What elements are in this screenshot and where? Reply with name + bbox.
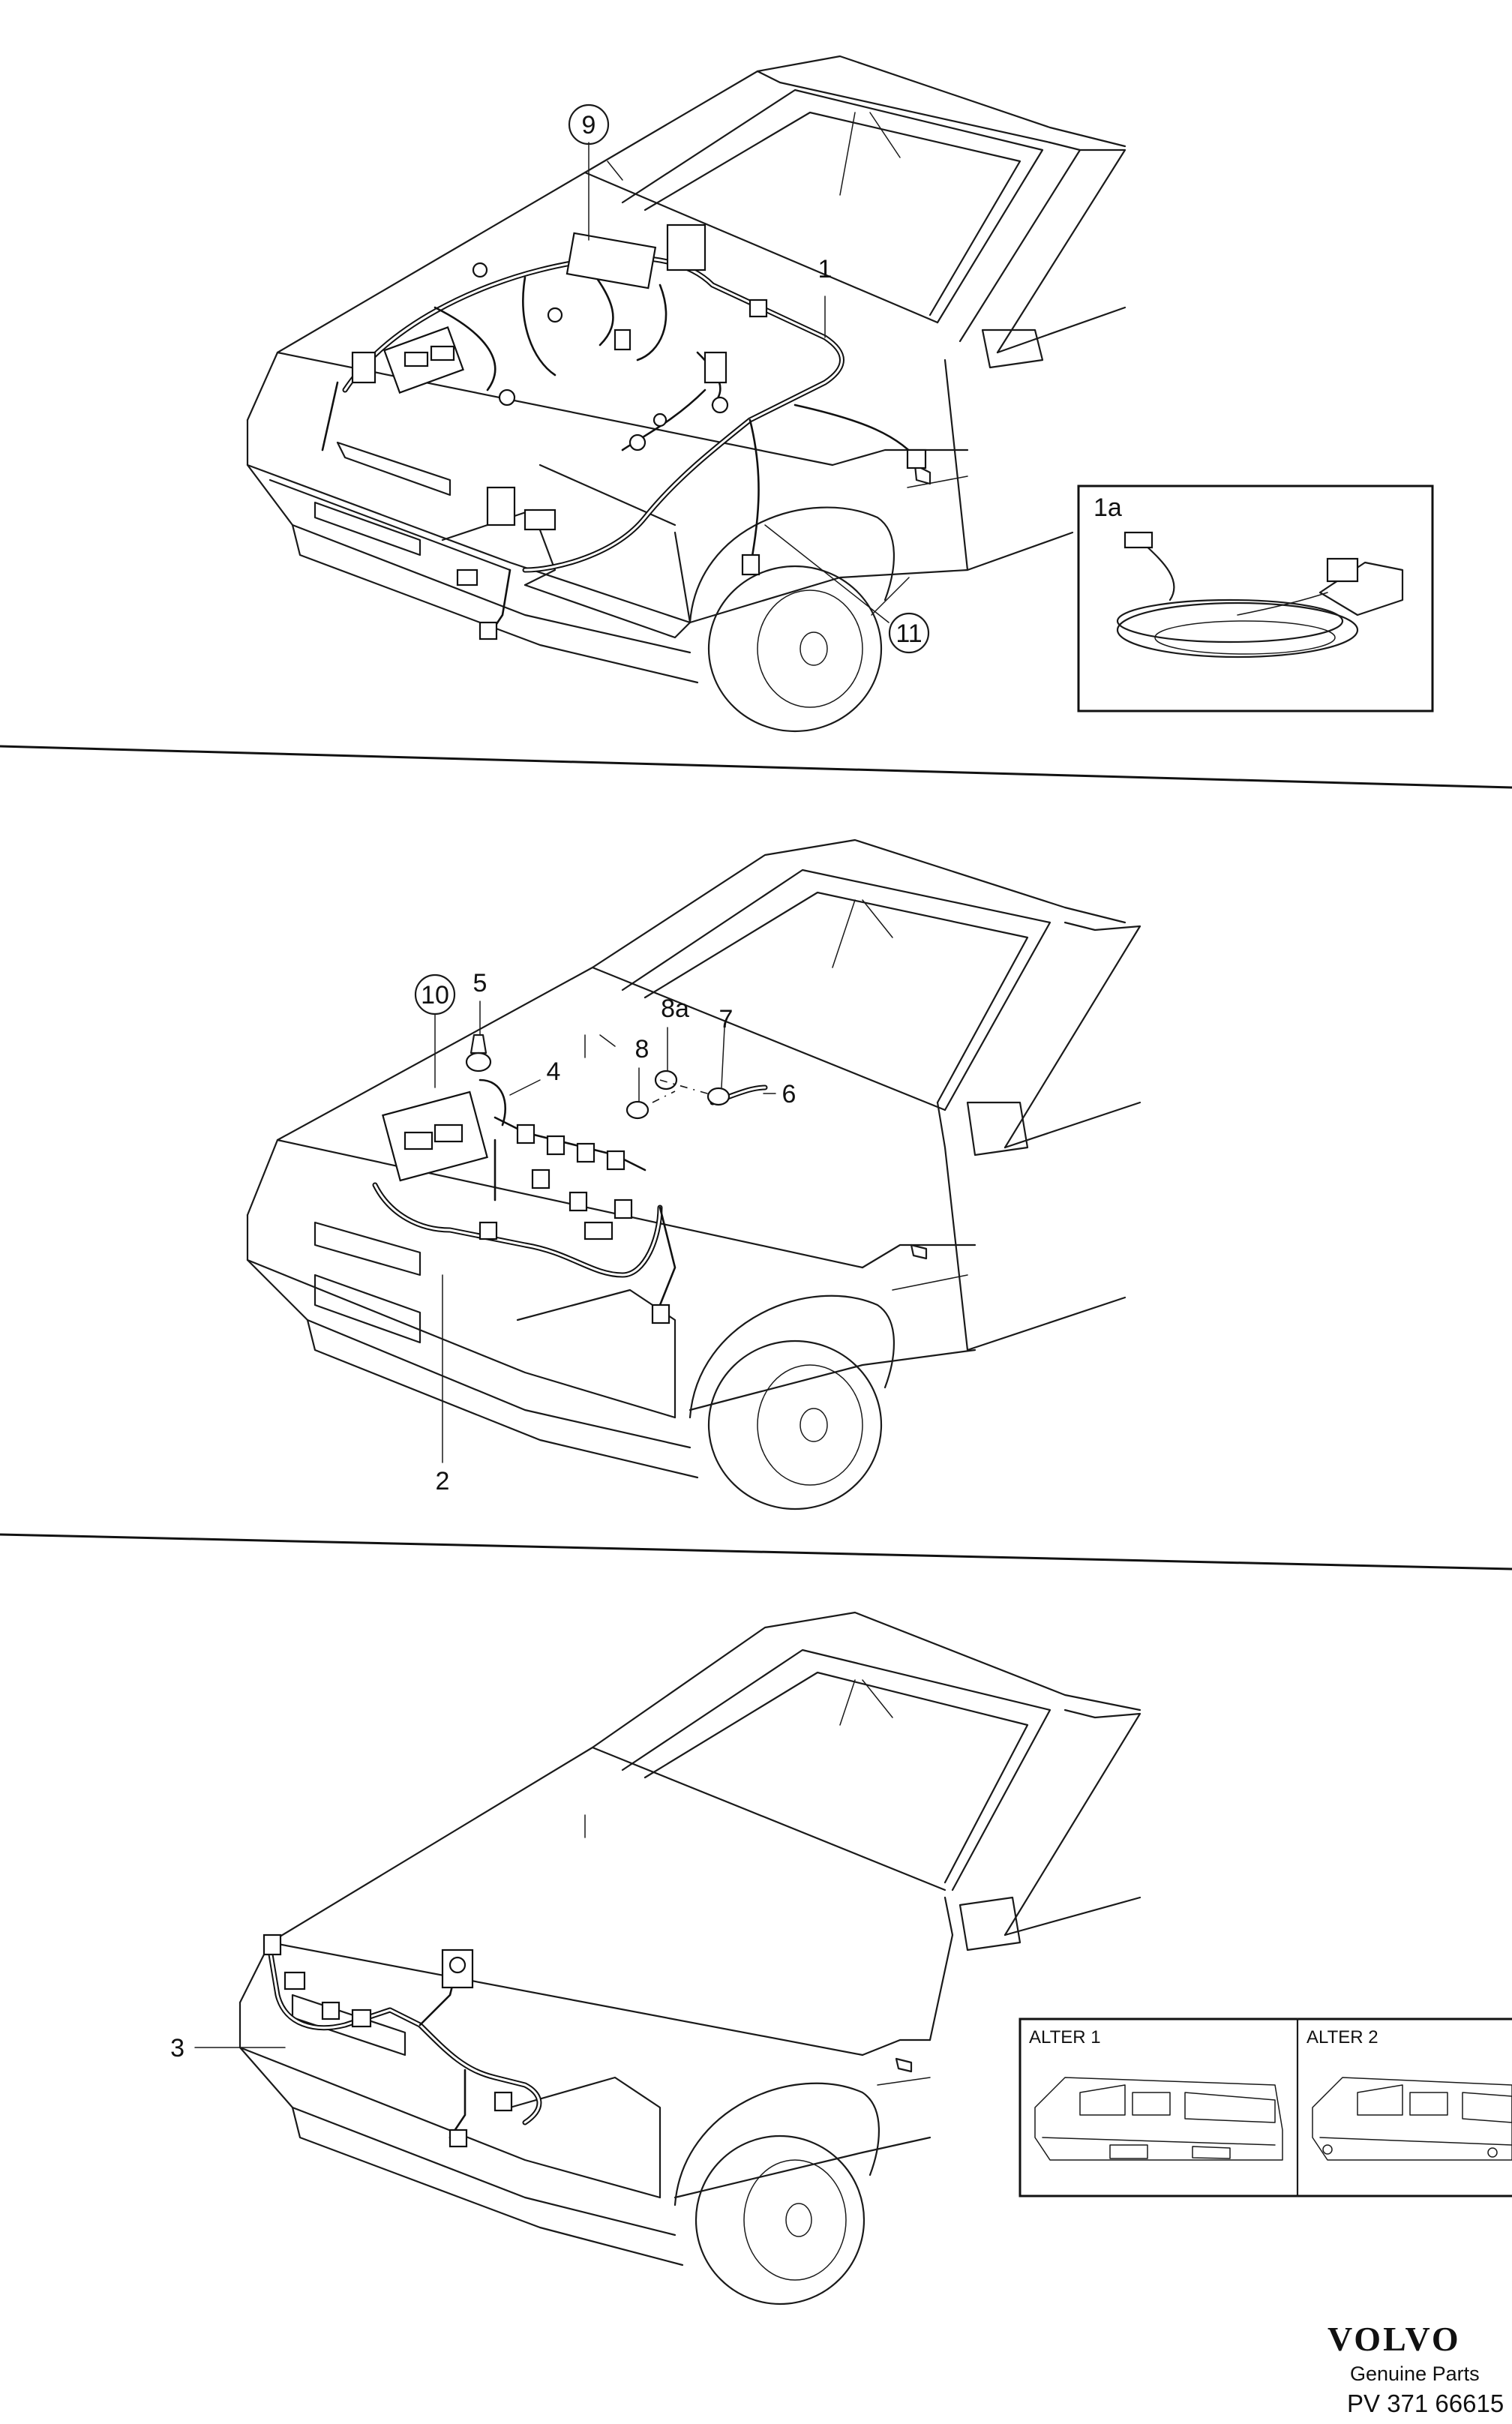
callout-5: 5 (473, 969, 488, 998)
injector-harness-2 (372, 1078, 676, 1324)
brand-subtitle: Genuine Parts (1350, 2362, 1480, 2385)
callout-2: 2 (436, 1467, 450, 1496)
engine-harness-1 (321, 224, 927, 640)
leader-4 (509, 1079, 541, 1096)
leader-7 (721, 1027, 725, 1088)
inset-alter: ALTER 1 ALTER 2 (1018, 2018, 1512, 2198)
alter-2-label: ALTER 2 (1306, 2027, 1378, 2048)
panel-3-front-harness: 3 ALTER 1 ALTER 2 (170, 1611, 1512, 2306)
car-outline-3 (238, 1611, 1142, 2306)
callout-3: 3 (170, 2034, 184, 2062)
callout-8: 8 (635, 1035, 650, 1064)
callout-4: 4 (547, 1058, 561, 1086)
part-number: PV 371 66615 (1347, 2390, 1504, 2417)
callout-6: 6 (782, 1080, 796, 1108)
parts-5-8 (465, 1034, 768, 1120)
alter-2-front-view (1312, 2077, 1512, 2161)
panel-1-engine-harness: 9 1 11 1a (246, 55, 1434, 733)
divider-2 (0, 1533, 1512, 1570)
callout-11: 11 (896, 620, 922, 648)
leader-11 (764, 524, 890, 623)
front-harness-3 (262, 1934, 542, 2148)
car-outline-1 (246, 55, 1126, 733)
brand-logo: VOLVO (1328, 2320, 1461, 2358)
callout-8a: 8a (661, 994, 689, 1023)
callout-1: 1 (818, 255, 832, 284)
car-outline-2 (246, 838, 1142, 1510)
callout-7: 7 (719, 1005, 734, 1034)
callout-11-circle (888, 612, 930, 654)
panel-2-injector-harness: 10 5 4 8a 7 8 6 2 (246, 838, 1142, 1510)
divider-1 (0, 745, 1512, 789)
alter-1-label: ALTER 1 (1029, 2027, 1101, 2048)
callout-9: 9 (582, 111, 596, 140)
callout-9-circle (568, 104, 610, 146)
callout-10: 10 (421, 981, 449, 1010)
callout-1a: 1a (1094, 494, 1122, 522)
inset-1a: 1a (1077, 484, 1434, 712)
alter-1-front-view (1034, 2077, 1283, 2161)
callout-10-circle (414, 974, 456, 1016)
